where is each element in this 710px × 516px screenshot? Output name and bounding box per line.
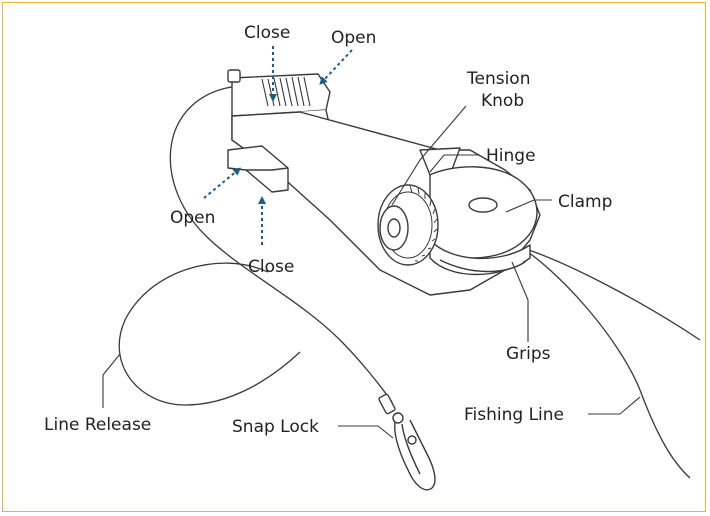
hinge-label: Hinge: [486, 146, 536, 166]
line-release-loop: [118, 262, 301, 406]
leader-lines: [102, 105, 641, 439]
clip-body: [227, 69, 541, 296]
open-top-arrow: [319, 49, 353, 85]
open-top-label: Open: [331, 28, 376, 48]
tension-knob-ridges: [409, 185, 438, 262]
close-top-label: Close: [244, 23, 290, 43]
open-left-label: Open: [170, 208, 215, 228]
direction-arrows: [203, 46, 353, 245]
snap-lock: [378, 393, 436, 491]
fishing-line-path: [512, 241, 691, 479]
line-paths: [118, 85, 701, 479]
line-release-label: Line Release: [44, 415, 151, 435]
close-bottom-label: Close: [248, 257, 294, 277]
tension-knob-label-line1: Tension: [466, 69, 530, 89]
fishing-line-label: Fishing Line: [464, 405, 564, 425]
snap-lock-label: Snap Lock: [232, 417, 319, 437]
grips-label: Grips: [506, 344, 551, 364]
clamp-label: Clamp: [558, 192, 612, 212]
open-left-arrow: [203, 167, 242, 199]
fishing-line-upper: [512, 244, 701, 341]
tension-knob-label-line2: Knob: [481, 91, 524, 111]
